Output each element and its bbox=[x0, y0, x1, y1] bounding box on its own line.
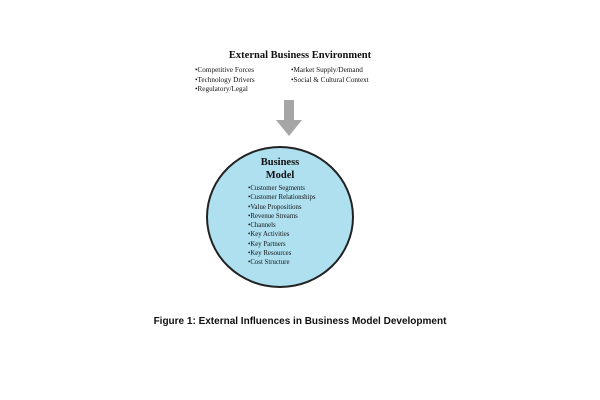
environment-factor-row: •Technology Drivers •Social & Cultural C… bbox=[195, 76, 425, 86]
environment-factor: •Market Supply/Demand bbox=[291, 66, 363, 74]
down-arrow-shape bbox=[276, 100, 302, 136]
environment-factor-row: •Competitive Forces •Market Supply/Deman… bbox=[195, 66, 425, 76]
business-model-item: •Cost Structure bbox=[248, 259, 290, 267]
business-model-item: •Customer Relationships bbox=[248, 194, 316, 202]
business-model-item: •Customer Segments bbox=[248, 185, 305, 192]
environment-factor: •Regulatory/Legal bbox=[195, 85, 248, 93]
business-model-item: •Value Propositions bbox=[248, 203, 302, 211]
environment-factors: •Competitive Forces •Market Supply/Deman… bbox=[195, 66, 425, 95]
environment-factor: •Social & Cultural Context bbox=[291, 75, 369, 84]
business-model-title-line: Business bbox=[260, 157, 300, 168]
external-environment-title: External Business Environment bbox=[228, 50, 372, 61]
business-model-item: •Key Resources bbox=[248, 250, 292, 258]
business-model-title: Business Model bbox=[206, 156, 354, 182]
business-model-item: •Key Partners bbox=[248, 240, 286, 248]
business-model-item: •Key Activities bbox=[248, 231, 290, 239]
environment-factor: •Competitive Forces bbox=[195, 66, 255, 74]
business-model-title-line: Model bbox=[265, 170, 295, 181]
business-model-item: •Channels bbox=[248, 222, 276, 230]
business-model-circle bbox=[206, 146, 354, 288]
environment-factor: •Technology Drivers bbox=[195, 75, 255, 84]
business-model-item: •Revenue Streams bbox=[248, 212, 298, 220]
business-model-items: •Customer Segments •Customer Relationshi… bbox=[248, 184, 316, 268]
figure-caption: Figure 1: External Influences in Busines… bbox=[153, 316, 447, 327]
down-arrow-icon bbox=[276, 100, 302, 136]
environment-factor-row: •Regulatory/Legal bbox=[195, 85, 425, 95]
